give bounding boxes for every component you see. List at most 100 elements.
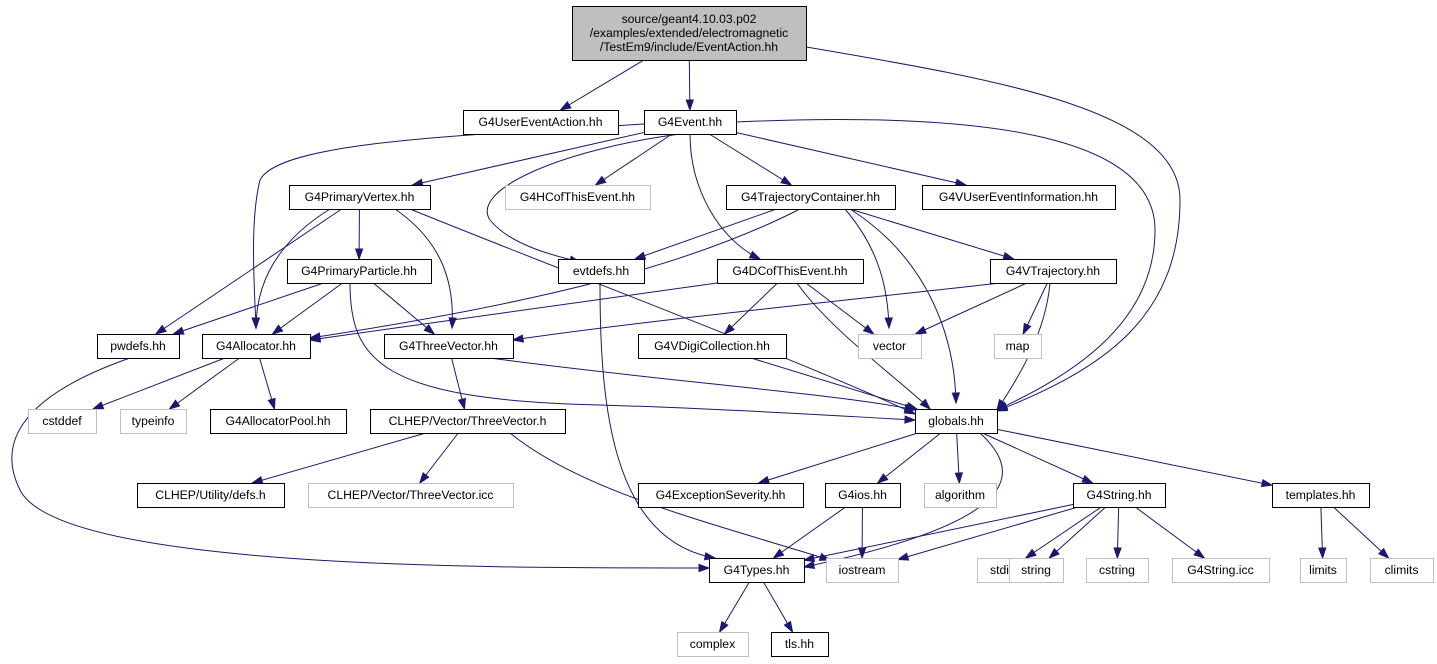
node-G4DCofThisEvent[interactable]: G4DCofThisEvent.hh — [717, 259, 864, 284]
edge-G4PrimaryVertex-to-pwdefs — [154, 208, 342, 335]
node-evtdefs[interactable]: evtdefs.hh — [558, 259, 645, 284]
node-box — [202, 334, 311, 359]
edge-line — [372, 282, 435, 335]
node-CLHEPdefs[interactable]: CLHEP/Utility/defs.h — [137, 483, 285, 508]
node-G4VTrajectory[interactable]: G4VTrajectory.hh — [990, 259, 1117, 284]
edge-G4String-to-string — [1048, 506, 1107, 560]
edge-line — [11, 357, 710, 569]
edge-line — [709, 133, 792, 186]
edge-root-to-G4UserEventAction — [559, 59, 645, 111]
edge-arrowhead — [783, 620, 794, 634]
edge-G4PrimaryParticle-to-globals — [349, 282, 917, 424]
edge-arrowhead — [250, 476, 264, 485]
edge-G4String-to-iostream — [896, 506, 1079, 561]
node-box — [709, 558, 805, 583]
node-CLHEPThreeVector[interactable]: CLHEP/Vector/ThreeVector.h — [370, 409, 566, 434]
edge-line — [512, 282, 1001, 341]
node-G4AllocatorPool[interactable]: G4AllocatorPool.hh — [210, 409, 347, 434]
node-label: climits — [1385, 563, 1419, 577]
edge-CLHEPThreeVector-to-CLHEPdefs — [250, 432, 426, 485]
edge-line — [394, 208, 453, 329]
node-cstddef: cstddef — [28, 409, 97, 434]
node-G4TrajectoryContainer[interactable]: G4TrajectoryContainer.hh — [726, 185, 896, 210]
edge-arrowhead — [267, 397, 276, 411]
edge-line — [897, 506, 1079, 560]
edge-arrowhead — [951, 392, 961, 405]
edge-arrowhead — [914, 325, 927, 335]
node-G4ios[interactable]: G4ios.hh — [825, 483, 901, 508]
node-G4ExceptionSeverity[interactable]: G4ExceptionSeverity.hh — [638, 483, 804, 508]
edge-arrowhead — [802, 553, 816, 563]
node-box — [994, 334, 1042, 359]
node-iostream: iostream — [826, 558, 899, 583]
edge-arrowhead — [308, 334, 321, 343]
edge-G4Event-to-G4PrimaryVertex — [410, 131, 645, 187]
node-label: G4Event.hh — [658, 115, 722, 129]
node-tls[interactable]: tls.hh — [771, 632, 829, 657]
edge-arrowhead — [1022, 322, 1032, 336]
node-box — [1300, 558, 1347, 583]
node-globals[interactable]: globals.hh — [915, 409, 998, 434]
node-box — [384, 334, 514, 359]
edge-G4DCofThisEvent-to-G4Allocator — [308, 282, 718, 343]
node-box — [558, 259, 645, 284]
node-label: globals.hh — [928, 414, 984, 428]
edge-line — [1333, 506, 1389, 559]
node-box — [826, 558, 899, 583]
node-G4VDigiCollection[interactable]: G4VDigiCollection.hh — [638, 334, 787, 359]
edge-line — [173, 282, 324, 335]
node-G4PrimaryParticle[interactable]: G4PrimaryParticle.hh — [287, 259, 432, 284]
edge-arrowhead — [896, 552, 910, 561]
edge-G4String-to-cstring — [1113, 506, 1122, 560]
edge-arrowhead — [919, 398, 932, 411]
edge-arrowhead — [1260, 478, 1274, 488]
node-G4VUserEventInformation[interactable]: G4VUserEventInformation.hh — [922, 185, 1116, 210]
edge-arrowhead — [511, 334, 524, 343]
edge-line — [487, 133, 681, 263]
edge-arrowhead — [905, 401, 919, 410]
node-G4Event[interactable]: G4Event.hh — [644, 110, 737, 135]
node-box — [638, 483, 804, 508]
node-templates[interactable]: templates.hh — [1272, 483, 1370, 508]
node-G4Allocator[interactable]: G4Allocator.hh — [202, 334, 311, 359]
node-G4String[interactable]: G4String.hh — [1073, 483, 1166, 508]
edge-arrowhead — [1048, 547, 1060, 560]
node-pwdefs[interactable]: pwdefs.hh — [97, 334, 180, 359]
node-G4Types[interactable]: G4Types.hh — [709, 558, 805, 583]
edge-line — [1025, 506, 1102, 559]
node-box — [28, 409, 97, 434]
node-box — [771, 632, 829, 657]
edge-line — [735, 118, 1156, 411]
edge-line — [877, 432, 942, 484]
edge-arrowhead — [685, 99, 694, 112]
edge-arrowhead — [718, 620, 729, 634]
edge-line — [982, 432, 1093, 484]
edge-G4Event-to-G4TrajectoryContainer — [709, 133, 793, 186]
node-G4UserEventAction[interactable]: G4UserEventAction.hh — [463, 110, 619, 135]
node-label: G4VTrajectory.hh — [1006, 264, 1100, 278]
edge-evtdefs-to-G4Types — [599, 282, 717, 561]
edge-templates-to-climits — [1333, 506, 1390, 560]
node-label: CLHEP/Utility/defs.h — [155, 488, 265, 502]
node-box — [924, 483, 997, 508]
edge-arrowhead — [418, 472, 430, 485]
edge-G4Event-to-G4Allocator — [251, 123, 645, 330]
edge-arrowhead — [1081, 474, 1094, 484]
node-G4PrimaryVertex[interactable]: G4PrimaryVertex.hh — [289, 185, 431, 210]
node-label: templates.hh — [1286, 488, 1356, 502]
edge-line — [412, 131, 645, 186]
edge-line — [915, 282, 1028, 335]
edge-arrowhead — [168, 399, 181, 410]
edge-arrowhead — [91, 401, 105, 410]
edge-line — [805, 46, 1181, 412]
node-G4ThreeVector[interactable]: G4ThreeVector.hh — [384, 334, 514, 359]
node-label: G4AllocatorPool.hh — [225, 414, 330, 428]
edge-G4TrajectoryContainer-to-vector — [844, 208, 893, 330]
node-label: iostream — [839, 563, 886, 577]
edge-arrowhead — [251, 317, 261, 330]
node-box — [463, 110, 619, 135]
node-label: G4TrajectoryContainer.hh — [741, 190, 880, 204]
node-string: string — [1009, 558, 1064, 583]
node-box — [677, 632, 749, 657]
